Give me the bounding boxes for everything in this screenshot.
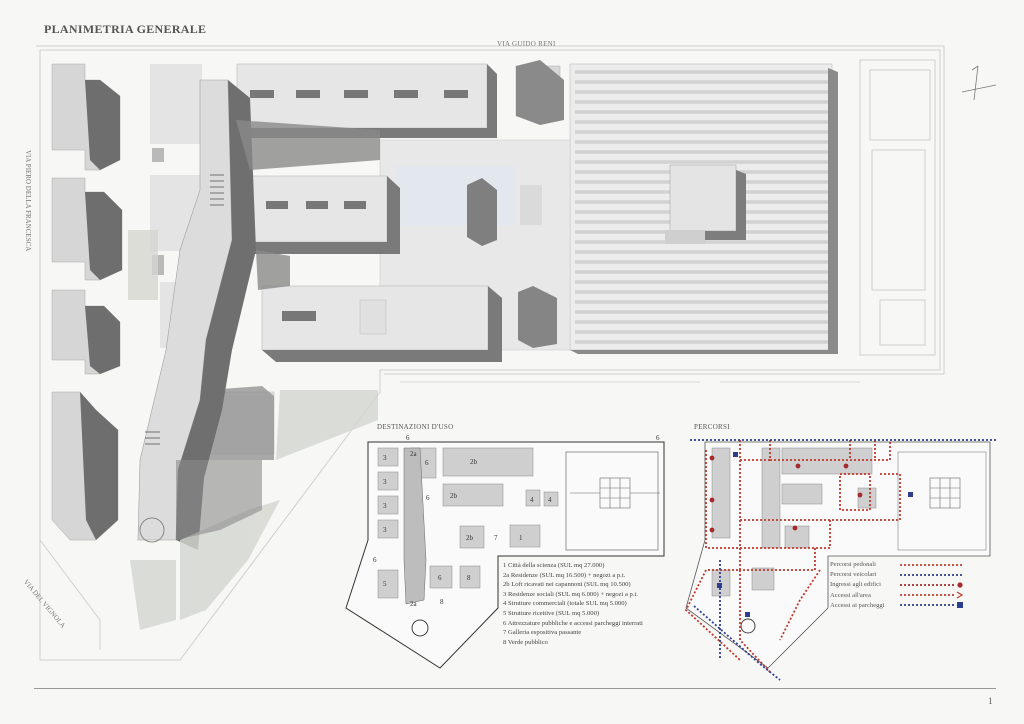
legend-item: 4 Strutture commerciali (totale SUL mq 5…	[503, 600, 627, 608]
svg-text:7: 7	[494, 534, 498, 542]
page-number: 1	[988, 696, 993, 706]
svg-text:6: 6	[438, 574, 442, 582]
svg-text:8: 8	[440, 598, 444, 606]
footer-divider	[34, 688, 996, 689]
svg-text:1: 1	[519, 534, 523, 542]
legend-item-vehicular: Percorsi veicolari	[830, 571, 877, 579]
street-label-west: VIA PIERO DELLA FRANCESCA	[24, 150, 32, 252]
svg-text:2b: 2b	[450, 492, 458, 500]
svg-text:4: 4	[530, 496, 534, 504]
legend-item: 5 Strutture ricettive (SUL mq 5.000)	[503, 609, 600, 617]
north-arrow-icon	[961, 65, 997, 101]
svg-text:3: 3	[383, 526, 387, 534]
west-buildings	[51, 63, 164, 541]
street-label-north: VIA GUIDO RENI	[497, 40, 556, 48]
legend-item: 2b Loft ricavati nei capannoni (SUL mq 1…	[503, 581, 631, 589]
industrial-block	[569, 63, 838, 354]
svg-text:3: 3	[383, 502, 387, 510]
svg-text:2a: 2a	[410, 600, 418, 608]
legend-item-entrances: Ingressi agli edifici	[830, 581, 881, 589]
uses-legend: 1 Città della scienza (SUL mq 27.000) 2a…	[503, 561, 643, 647]
paths-legend: Percorsi pedonali Percorsi veicolari Ing…	[830, 560, 885, 611]
svg-text:6: 6	[426, 494, 430, 502]
towers	[467, 60, 564, 348]
svg-text:3: 3	[383, 454, 387, 462]
svg-text:6: 6	[373, 556, 377, 564]
building-entry-icon	[957, 582, 963, 588]
legend-item-pedestrian: Percorsi pedonali	[830, 561, 876, 568]
arrow-icon	[956, 591, 964, 599]
legend-item: 2a Residenze (SUL mq 16.500) + negozi a …	[503, 571, 626, 579]
paths-map-heading: PERCORSI	[694, 423, 730, 431]
legend-item: 3 Residenze sociali (SUL mq 6.000) + neg…	[503, 590, 638, 598]
legend-item: 8 Verde pubblico	[503, 638, 548, 646]
legend-item-parking-access: Accessi ai parcheggi	[830, 601, 885, 609]
svg-text:6: 6	[406, 434, 410, 442]
svg-text:8: 8	[467, 574, 471, 582]
page-title: PLANIMETRIA GENERALE	[44, 22, 207, 36]
uses-map-heading: DESTINAZIONI D'USO	[377, 423, 454, 431]
svg-text:2b: 2b	[470, 458, 478, 466]
legend-item: 1 Città della scienza (SUL mq 27.000)	[503, 562, 605, 569]
legend-item: 7 Galleria espositiva passante	[503, 629, 582, 637]
svg-text:3: 3	[383, 478, 387, 486]
paths-map	[684, 439, 998, 681]
svg-text:4: 4	[548, 496, 552, 504]
legend-item: 6 Attrezzature pubbliche e accessi parch…	[503, 619, 643, 627]
svg-text:6: 6	[656, 434, 660, 442]
svg-text:2a: 2a	[410, 450, 418, 458]
svg-text:6: 6	[425, 459, 429, 467]
svg-text:2b: 2b	[466, 534, 474, 542]
parking-square-icon	[957, 602, 963, 608]
svg-text:5: 5	[383, 580, 387, 588]
legend-item-area-access: Accessi all'area	[830, 591, 871, 599]
